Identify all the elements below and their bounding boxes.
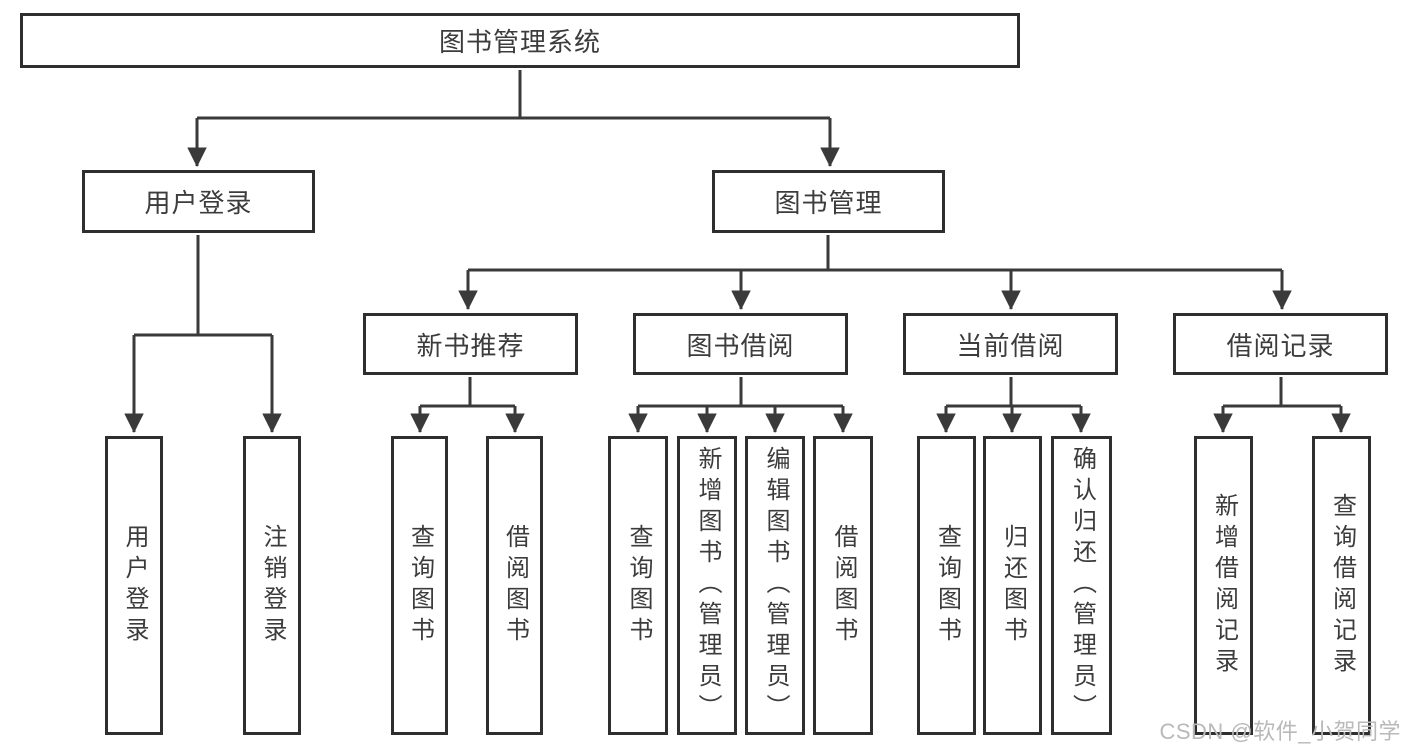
node-current-borrow: 当前借阅 [903, 313, 1118, 375]
node-leaf-borrow-query-books: 查询图书 [608, 436, 668, 735]
node-leaf-current-query-books: 查询图书 [917, 436, 976, 735]
node-label: 确认归还（管理员） [1068, 446, 1096, 725]
node-leaf-borrow-borrow-books: 借阅图书 [813, 436, 873, 735]
node-label: 借阅图书 [501, 523, 529, 648]
node-label: 编辑图书（管理员） [762, 446, 789, 725]
node-leaf-borrow-edit-books-admin: 编辑图书（管理员） [745, 436, 805, 735]
csdn-watermark: CSDN @软件_小贺同学 [1159, 719, 1401, 744]
node-leaf-user-login: 用户登录 [105, 436, 163, 735]
node-user-login: 用户登录 [82, 170, 315, 233]
node-borrow-records: 借阅记录 [1173, 313, 1388, 375]
node-leaf-borrow-add-books-admin: 新增图书（管理员） [677, 436, 737, 735]
node-label: 借阅图书 [830, 523, 857, 648]
node-label: 查询图书 [406, 523, 434, 648]
node-label: 用户登录 [121, 523, 148, 648]
node-label: 注销登录 [259, 523, 286, 648]
node-label: 查询借阅记录 [1328, 492, 1356, 679]
node-label: 新增图书（管理员） [694, 446, 721, 725]
node-leaf-records-add-record: 新增借阅记录 [1194, 436, 1253, 735]
node-new-book-recommend: 新书推荐 [363, 313, 578, 375]
node-leaf-recommend-query-books: 查询图书 [391, 436, 448, 735]
node-label: 归还图书 [999, 523, 1027, 648]
node-book-management-system: 图书管理系统 [20, 13, 1020, 68]
node-leaf-records-query-record: 查询借阅记录 [1312, 436, 1371, 735]
node-leaf-current-confirm-return-admin: 确认归还（管理员） [1051, 436, 1112, 735]
node-label: 新增借阅记录 [1210, 492, 1238, 679]
node-leaf-current-return-books: 归还图书 [983, 436, 1042, 735]
node-book-management: 图书管理 [712, 170, 945, 233]
node-leaf-logout: 注销登录 [243, 436, 301, 735]
node-leaf-recommend-borrow-books: 借阅图书 [486, 436, 543, 735]
node-label: 查询图书 [625, 523, 652, 648]
node-book-borrow: 图书借阅 [633, 313, 848, 375]
node-label: 查询图书 [933, 523, 961, 648]
